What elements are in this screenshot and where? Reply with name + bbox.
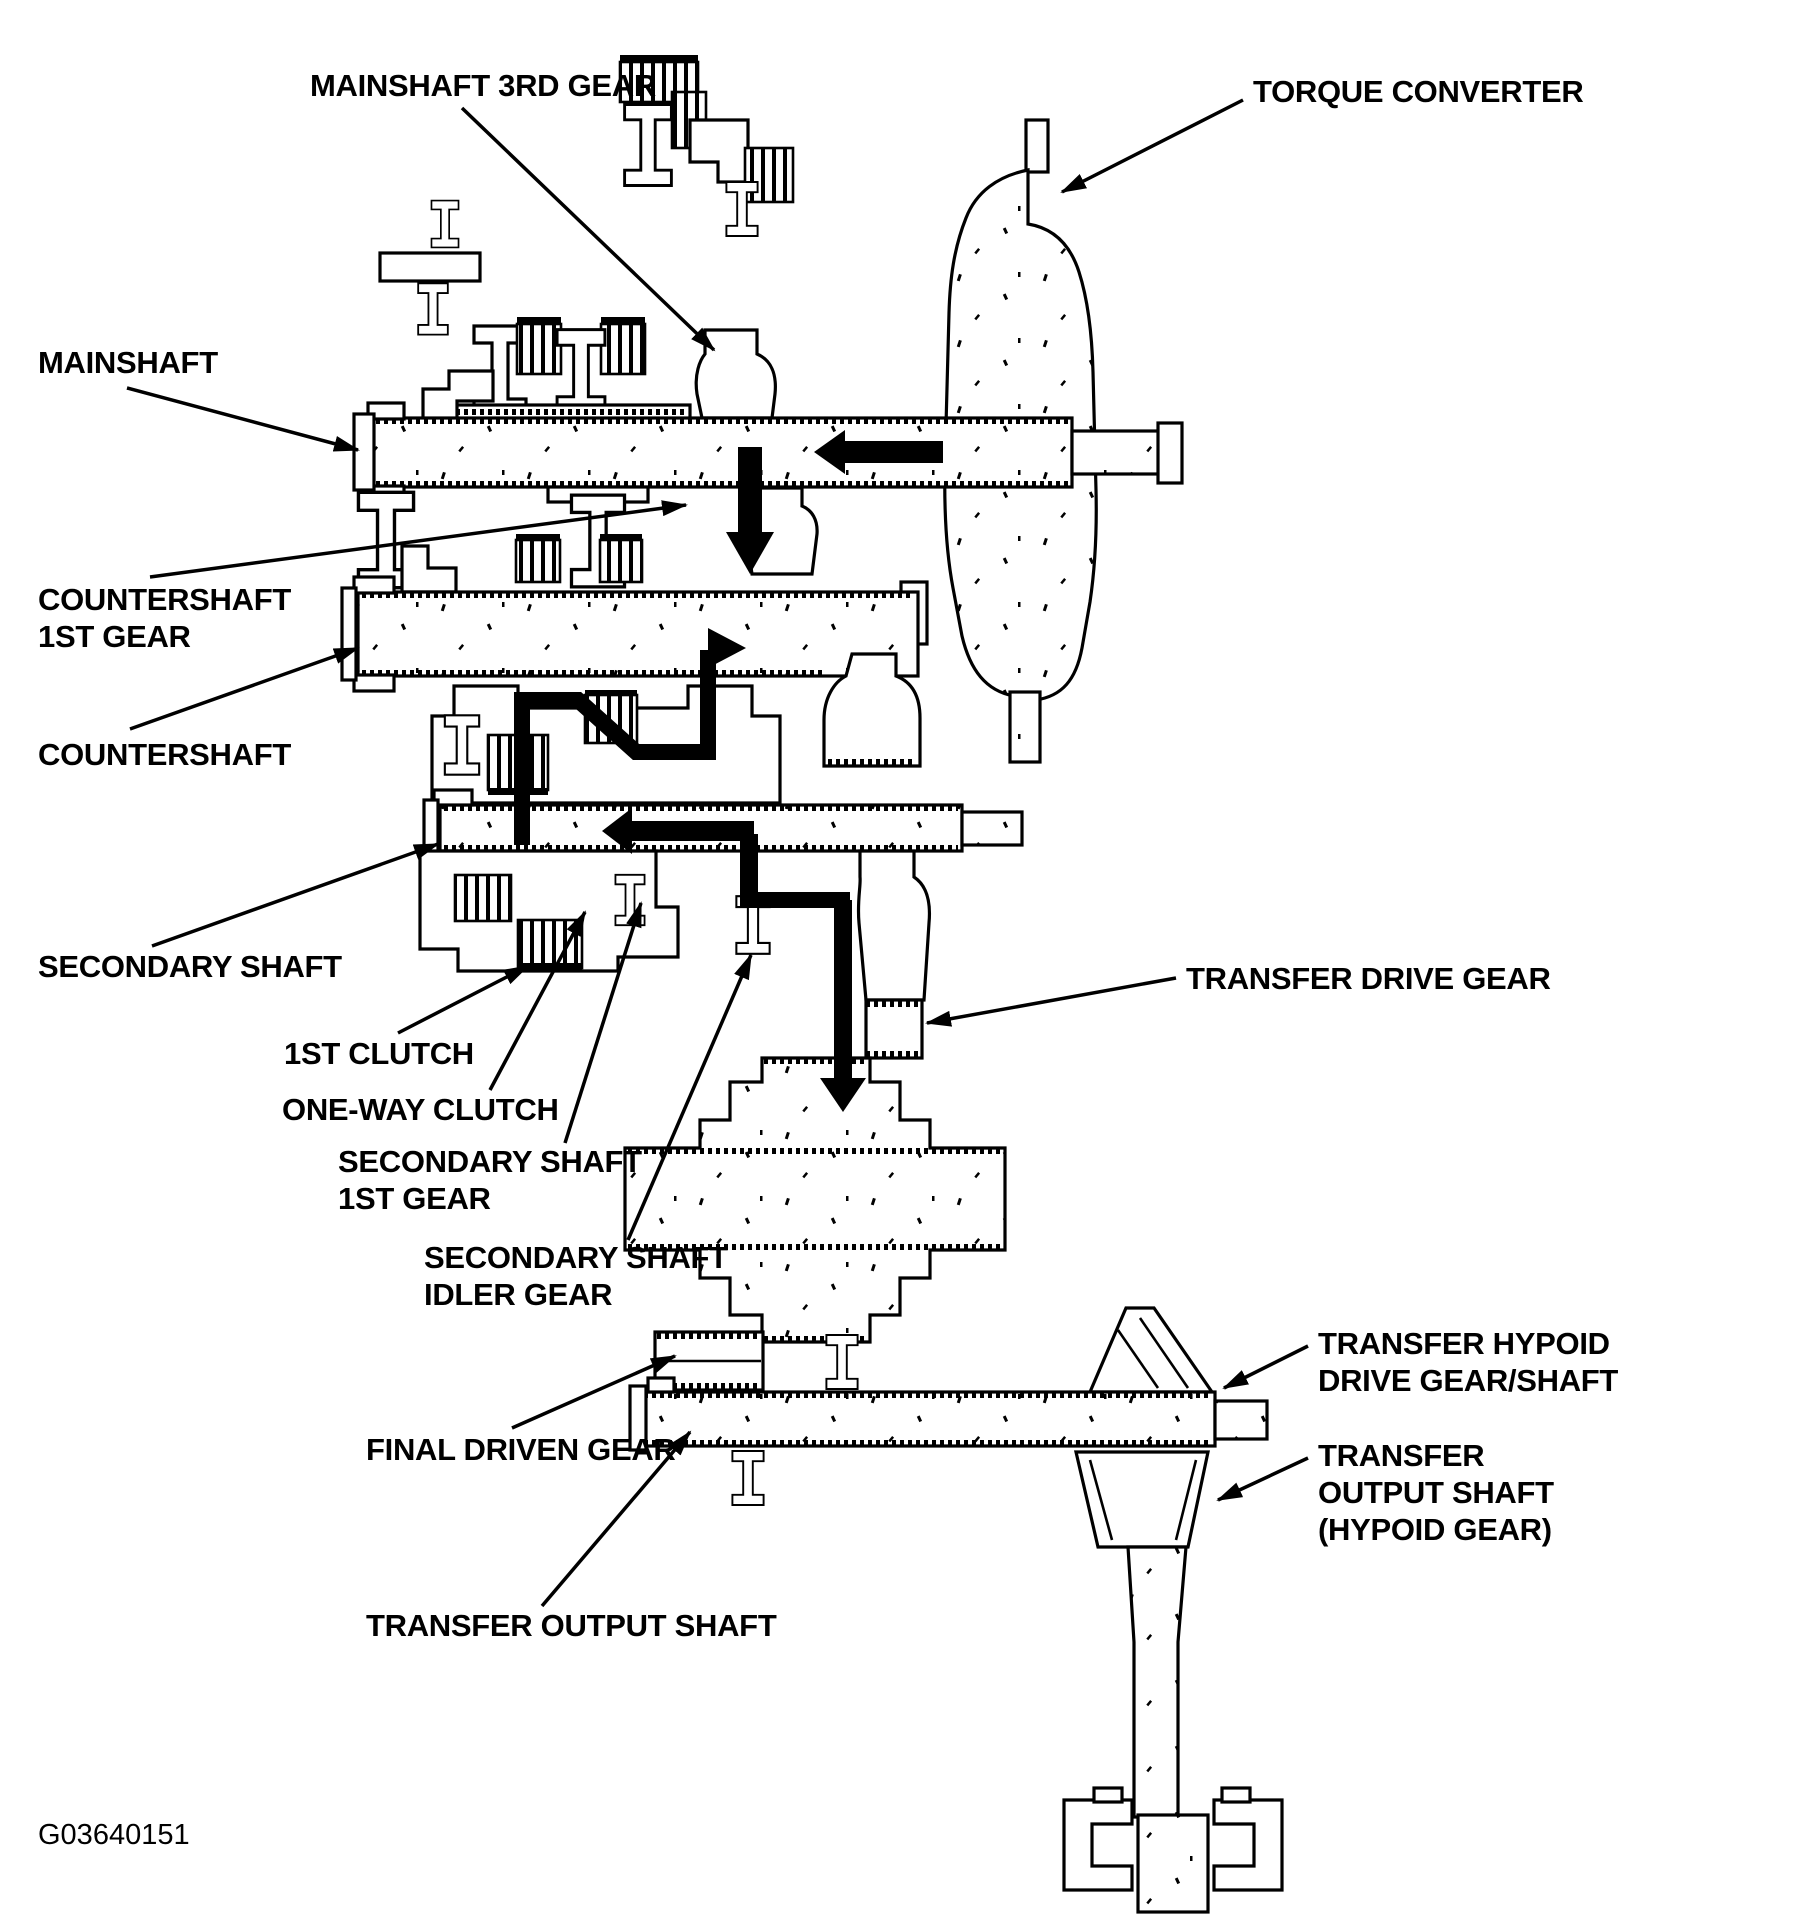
figure-code: G03640151 [38,1819,190,1851]
flow-mainshaft-left [814,430,943,474]
label-1st-clutch: 1ST CLUTCH [284,1036,474,1071]
leader-transfer-drive-gear [925,976,1177,1027]
label-mainshaft: MAINSHAFT [38,345,218,380]
first-clutch-assembly [418,849,680,973]
leader-torque-converter [1060,98,1244,194]
flow-secondary-shaft-left [602,808,754,854]
transfer-gear-cluster [623,1056,1007,1344]
label-layer: MAINSHAFT 3RD GEAR TORQUE CONVERTER MAINSH… [38,68,1619,1643]
leader-one-way-clutch [488,910,587,1091]
flow-secondary-to-transfer-down [740,834,866,1112]
transfer-hypoid-drive-gear-shaft [628,1306,1269,1506]
label-transfer-output-shaft: TRANSFER OUTPUT SHAFT [366,1608,777,1643]
leader-secondary-shaft-1st-gear [563,901,643,1144]
leader-countershaft-1st-gear [149,500,688,579]
leader-1st-clutch [397,964,530,1035]
output-flange-cluster [1062,1786,1284,1914]
leader-transfer-hypoid-drive-gear-shaft [1222,1344,1309,1390]
power-flow-layer [514,430,943,1112]
label-countershaft: COUNTERSHAFT [38,737,291,772]
flow-mainshaft-to-countershaft-down [726,447,774,574]
label-final-driven-gear: FINAL DRIVEN GEAR [366,1432,676,1467]
first-clutch-pack [516,918,584,970]
upper-gear-cluster [378,199,482,336]
leader-layer [126,98,1309,1608]
leader-secondary-shaft [151,842,440,948]
forward-clutch-assembly [430,684,782,805]
leader-mainshaft [126,386,360,452]
label-transfer-drive-gear: TRANSFER DRIVE GEAR [1186,961,1551,996]
flow-clutch-loop-up-right [514,628,746,845]
transfer-output-shaft [1062,1450,1284,1914]
leader-secondary-shaft-idler-gear [626,953,753,1241]
mainshaft [352,401,1184,504]
label-secondary-shaft: SECONDARY SHAFT [38,949,342,984]
final-drive-gear [822,652,922,768]
leader-countershaft [129,646,360,731]
leader-transfer-output-shaft-hypoid-gear [1216,1456,1309,1502]
leader-final-driven-gear [511,1354,677,1430]
input-clutch-assembly [421,55,795,421]
label-one-way-clutch: ONE-WAY CLUTCH [282,1092,559,1127]
leader-mainshaft-3rd-gear [460,106,716,352]
label-mainshaft-3rd-gear: MAINSHAFT 3RD GEAR [310,68,656,103]
label-torque-converter: TORQUE CONVERTER [1253,74,1584,109]
countershaft-1st-gear [356,485,650,594]
leader-transfer-output-shaft [540,1430,692,1608]
transfer-output-shaft-hypoid-gear [1073,1450,1210,1549]
countershaft [340,575,920,693]
one-way-clutch [453,873,513,923]
transfer-drive-gear [856,849,932,1060]
